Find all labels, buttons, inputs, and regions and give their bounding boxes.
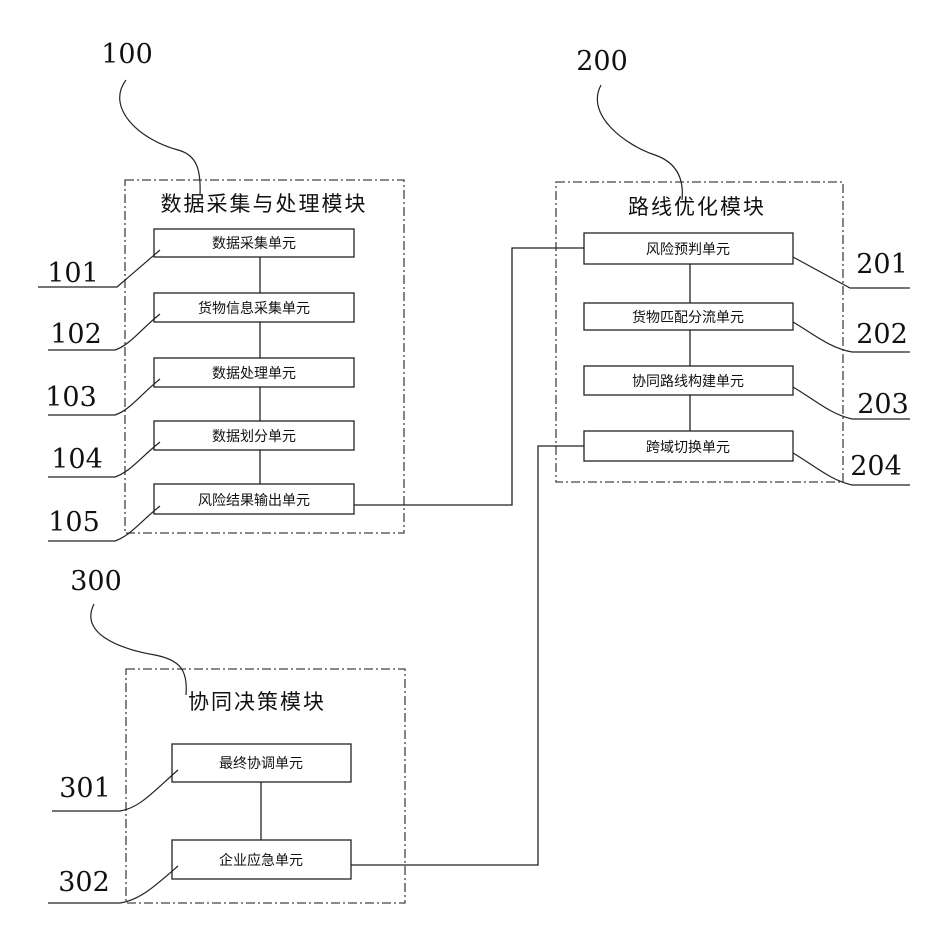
- unit-301-label: 最终协调单元: [219, 756, 303, 772]
- unit-302-ref: 302: [58, 867, 110, 898]
- unit-203-label: 协同路线构建单元: [632, 374, 744, 390]
- unit-104-ref: 104: [51, 444, 103, 475]
- module-100-title: 数据采集与处理模块: [161, 192, 368, 216]
- unit-302: 企业应急单元 302: [48, 840, 351, 903]
- module-300-ref: 300: [70, 566, 122, 597]
- unit-204-ref: 204: [850, 451, 902, 482]
- module-100-ref: 100: [101, 39, 153, 70]
- connection-302-204: [351, 446, 584, 865]
- unit-204: 跨域切换单元 204: [584, 431, 910, 485]
- module-200-ref: 200: [576, 46, 628, 77]
- unit-202-label: 货物匹配分流单元: [632, 309, 744, 326]
- module-100: 数据采集与处理模块 100 数据采集单元 101 货物信息采集单元 102 数据…: [38, 39, 404, 541]
- module-300: 协同决策模块 300 最终协调单元 301 企业应急单元 302: [48, 566, 405, 903]
- unit-101-ref: 101: [47, 258, 99, 289]
- unit-101: 数据采集单元 101: [38, 229, 354, 289]
- unit-101-label: 数据采集单元: [212, 235, 296, 252]
- unit-102-label: 货物信息采集单元: [198, 300, 310, 317]
- unit-103-label: 数据处理单元: [212, 366, 296, 382]
- unit-301-ref: 301: [59, 773, 111, 804]
- unit-201: 风险预判单元 201: [584, 233, 910, 288]
- unit-103-ref: 103: [45, 382, 97, 413]
- connection-105-201: [354, 248, 584, 505]
- module-300-title: 协同决策模块: [188, 690, 326, 714]
- unit-202: 货物匹配分流单元 202: [584, 303, 910, 352]
- unit-102-ref: 102: [50, 319, 102, 350]
- unit-102: 货物信息采集单元 102: [48, 293, 354, 350]
- module-200-leader: [597, 85, 682, 200]
- unit-201-label: 风险预判单元: [646, 242, 730, 258]
- unit-104-label: 数据划分单元: [212, 429, 296, 445]
- unit-203: 协同路线构建单元 203: [584, 366, 910, 420]
- module-100-leader: [120, 80, 200, 195]
- unit-105-label: 风险结果输出单元: [198, 493, 310, 509]
- module-300-leader: [91, 604, 186, 695]
- unit-204-label: 跨域切换单元: [646, 439, 730, 456]
- unit-103: 数据处理单元 103: [45, 358, 354, 415]
- module-200-title: 路线优化模块: [628, 195, 766, 219]
- unit-302-label: 企业应急单元: [219, 852, 303, 869]
- unit-104: 数据划分单元 104: [48, 421, 354, 477]
- unit-105-ref: 105: [48, 507, 100, 538]
- module-200: 路线优化模块 200 风险预判单元 201 货物匹配分流单元 202 协同路线构…: [556, 46, 910, 485]
- unit-202-ref: 202: [856, 319, 908, 350]
- unit-201-ref: 201: [856, 249, 908, 280]
- unit-203-ref: 203: [857, 389, 909, 420]
- unit-301: 最终协调单元 301: [52, 744, 351, 811]
